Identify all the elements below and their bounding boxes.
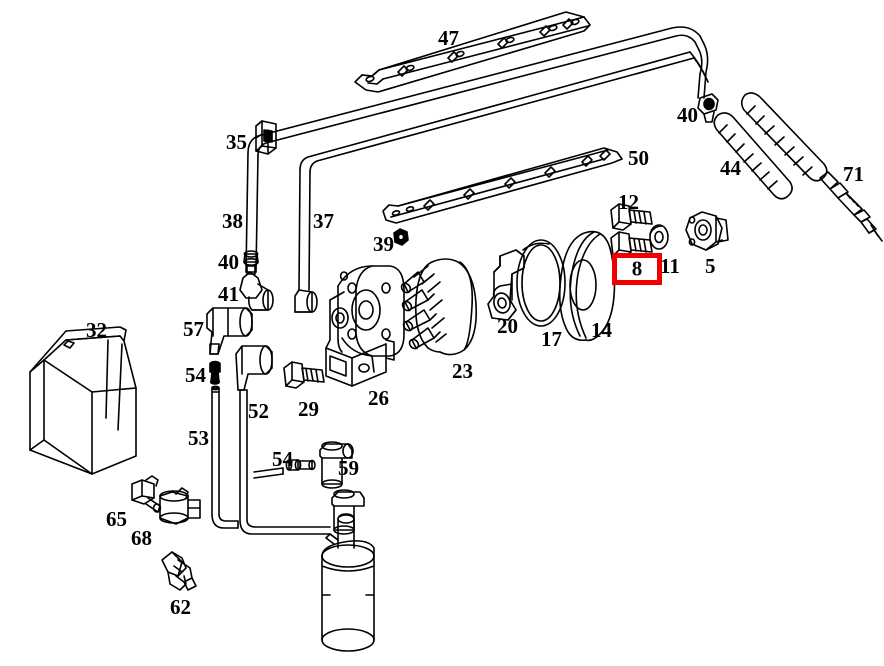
- callout-44: 44: [720, 156, 741, 180]
- callout-35: 35: [226, 130, 247, 154]
- part-41-cable-terminal: [239, 271, 274, 311]
- part-26-distributor-housing: [325, 265, 405, 387]
- part-68-cable-clamp: [159, 487, 201, 525]
- part-52-coil-cable: [235, 345, 331, 535]
- part-cable-to-spark-plug-71: [740, 92, 828, 182]
- part-59-angled-connector-upper: [319, 441, 354, 489]
- part-20-distributor-rotor: [487, 249, 525, 321]
- part-5-mounting-bracket: [685, 211, 729, 251]
- callout-39: 39: [373, 232, 394, 256]
- ignition-coil: [321, 513, 375, 652]
- part-37-cable: [298, 169, 311, 291]
- part-54-terminal-sleeve-upper: [209, 360, 221, 385]
- callout-59: 59: [338, 456, 359, 480]
- part-35-clip: [255, 120, 277, 155]
- part-57-plug-connector: [206, 307, 253, 355]
- callout-17: 17: [541, 327, 562, 351]
- part-32-protective-cover: [29, 326, 137, 475]
- part-47-retaining-rail: [354, 11, 591, 93]
- part-14-dust-shield: [558, 230, 616, 342]
- callout-68: 68: [131, 526, 152, 550]
- part-37-cable-terminal: [294, 289, 318, 313]
- part-40-connector-lower: [243, 250, 259, 275]
- callout-32: 32: [86, 318, 107, 342]
- callout-38: 38: [222, 209, 243, 233]
- callout-52: 52: [248, 399, 269, 423]
- part-40-connector-upper: [697, 93, 719, 123]
- highlighted-part-number: 8: [631, 256, 643, 281]
- highlighted-part-number-box: 8: [612, 253, 662, 285]
- part-17-o-ring: [516, 239, 566, 327]
- part-71-spark-plug: [819, 171, 883, 242]
- callout-37: 37: [313, 209, 334, 233]
- part-44-spark-plug-boot: [713, 112, 793, 200]
- callout-62: 62: [170, 595, 191, 619]
- callout-54-lower: 54: [272, 447, 293, 471]
- ignition-cable-bundle-long: [247, 26, 709, 173]
- callout-40-lower: 40: [218, 250, 239, 274]
- callout-14: 14: [591, 318, 612, 342]
- callout-12: 12: [618, 190, 639, 214]
- callout-41: 41: [218, 282, 239, 306]
- part-62-clip-bracket: [161, 551, 197, 591]
- part-29-hex-bolt: [283, 361, 325, 389]
- callout-5: 5: [705, 254, 716, 278]
- callout-57: 57: [183, 317, 204, 341]
- callout-11: 11: [660, 254, 680, 278]
- callout-29: 29: [298, 397, 319, 421]
- part-23-distributor-cap: [400, 258, 478, 356]
- part-53-cable: [211, 385, 239, 529]
- callout-54-upper: 54: [185, 363, 206, 387]
- part-39-nut: [393, 228, 409, 246]
- cable-angled-connector-lower: [331, 489, 365, 535]
- callout-40-upper: 40: [677, 103, 698, 127]
- part-65-clip: [131, 475, 162, 513]
- callout-47: 47: [438, 26, 459, 50]
- cable-segment-to-54: [253, 467, 284, 479]
- part-11-washer: [649, 224, 669, 250]
- callout-50: 50: [628, 146, 649, 170]
- callout-65: 65: [106, 507, 127, 531]
- callout-23: 23: [452, 359, 473, 383]
- callout-26: 26: [368, 386, 389, 410]
- part-50-retaining-strip: [382, 147, 623, 224]
- callout-71: 71: [843, 162, 864, 186]
- part-54-terminal-sleeve-lower: [285, 459, 316, 471]
- callout-53: 53: [188, 426, 209, 450]
- callout-20: 20: [497, 314, 518, 338]
